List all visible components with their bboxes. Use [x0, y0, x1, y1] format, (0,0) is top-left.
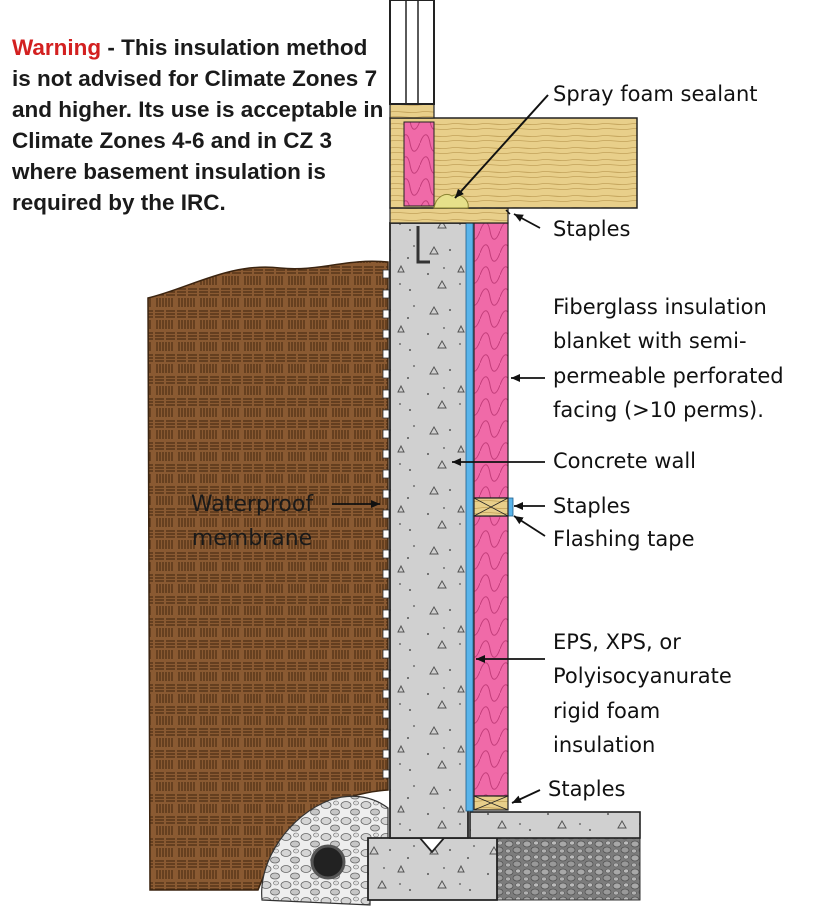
arrow-staples-top: [513, 213, 541, 229]
concrete-wall: [389, 222, 469, 839]
label-waterproof-line-2: membrane: [191, 526, 313, 551]
label-concrete-wall: Concrete wall: [553, 449, 697, 473]
label-fiberglass-1: Fiberglass insulation: [553, 295, 767, 319]
label-staples-bottom: Staples: [548, 777, 626, 801]
fiberglass-blanket-lower: [473, 515, 509, 797]
rim-fiberglass: [403, 121, 435, 207]
anchor-bolt: [416, 226, 430, 264]
gravel-bed: [496, 837, 641, 901]
label-rigid-foam-1: EPS, XPS, or: [553, 630, 681, 654]
warning-text: - This insulation method is not advised …: [12, 35, 384, 215]
label-rigid-foam-2: Polyisocyanurate: [553, 664, 732, 688]
sill-plate: [389, 207, 509, 224]
label-flashing-tape: Flashing tape: [553, 527, 695, 551]
label-fiberglass-3: permeable perforated: [553, 364, 784, 388]
arrow-staples-bottom: [511, 789, 541, 804]
label-staples-top: Staples: [553, 217, 631, 241]
label-waterproof-line-1: Waterproof: [190, 492, 314, 517]
label-fiberglass-2: blanket with semi-: [553, 329, 747, 353]
label-waterproof-membrane: Waterproof membrane: [172, 488, 332, 556]
label-rigid-foam-3: rigid foam: [553, 699, 661, 723]
flashing-tape: [507, 497, 514, 517]
label-staples-mid: Staples: [553, 494, 631, 518]
warning-note: Warning - This insulation method is not …: [12, 32, 392, 218]
rigid-foam: [465, 222, 474, 812]
footing: [367, 837, 498, 901]
arrow-flashing: [513, 515, 546, 537]
upper-wall: [389, 0, 435, 105]
warning-word: Warning: [12, 35, 102, 60]
arrow-spray-foam: [454, 94, 549, 199]
label-spray-foam: Spray foam sealant: [553, 82, 758, 106]
drain-pipe: [310, 844, 346, 880]
label-rigid-foam-4: insulation: [553, 733, 656, 757]
dimple-membrane: [382, 269, 390, 779]
floor-slab: [469, 811, 641, 839]
bottom-plate: [389, 103, 435, 119]
fiberglass-blanket: [473, 222, 509, 499]
staple-mark-top: [505, 209, 511, 215]
label-fiberglass-4: facing (>10 perms).: [553, 398, 764, 422]
